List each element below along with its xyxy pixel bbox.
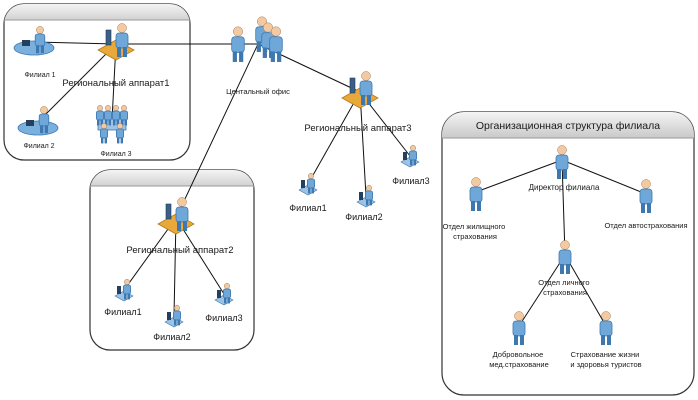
connector-n-f1a-n-reg1: [33, 41, 117, 45]
label-line: Отдел жилищного: [443, 222, 506, 231]
person-icon: [512, 311, 526, 345]
label-branch-2: Филиал2: [153, 332, 190, 342]
label-branch-1: Филиал1: [104, 307, 141, 317]
workstation-icon: [157, 197, 195, 235]
connector-n-reg3-n-f2c: [359, 91, 367, 197]
label-personal-dept: Отдел личного страхования: [538, 278, 591, 297]
node-icons: [13, 16, 653, 345]
workstation-icon: [341, 71, 379, 109]
laptop-user-icon: [13, 26, 55, 56]
node-labels: Региональный аппарат1 Филиал 1 Филиал 2 …: [23, 72, 687, 369]
label-line: страхования: [453, 232, 497, 241]
label-line: и здоровья туристов: [570, 360, 641, 369]
person-icon: [599, 311, 613, 345]
label-medical: Добровольное мед.страхование: [489, 350, 549, 369]
connector-n-director-n-auto: [561, 159, 647, 195]
label-branch-1: Филиал 1: [24, 72, 55, 79]
group-regional-2: [89, 169, 255, 351]
label-branch-1: Филиал1: [289, 203, 326, 213]
label-regional-office-1: Региональный аппарат1: [62, 78, 169, 89]
pc-user-icon: [356, 185, 376, 208]
person-icon: [555, 145, 569, 179]
label-regional-office-2: Региональный аппарат2: [126, 245, 233, 256]
label-director: Директор филиала: [529, 183, 600, 192]
pc-user-icon: [114, 279, 134, 302]
laptop-user-icon: [17, 106, 59, 136]
connector-n-reg2-n-f2b: [173, 217, 177, 317]
label-line: Отдел личного: [538, 278, 589, 287]
pc-user-icon: [214, 283, 234, 306]
label-branch-3: Филиал 3: [100, 151, 131, 158]
label-line: Добровольное: [493, 350, 544, 359]
label-central-office: Центальный офис: [226, 87, 290, 96]
label-branch-2: Филиал 2: [23, 143, 54, 150]
label-branch-3: Филиал3: [205, 313, 242, 323]
workstation-icon: [97, 23, 135, 61]
label-branch-3: Филиал3: [392, 176, 429, 186]
connector-n-reg2-n-f1b: [123, 217, 177, 291]
connector-n-director-n-housing: [475, 159, 563, 193]
meeting-group-icon: [96, 105, 129, 144]
label-regional-office-3: Региональный аппарат3: [304, 123, 411, 134]
group-title: Организационная структура филиала: [476, 120, 660, 132]
label-auto-dept: Отдел автострахования: [604, 221, 687, 230]
label-line: мед.страхование: [489, 360, 549, 369]
label-branch-2: Филиал2: [345, 212, 382, 222]
connector-n-reg3-n-f1c: [307, 91, 361, 185]
pc-user-icon: [164, 305, 184, 328]
pc-user-icon: [298, 173, 318, 196]
connector-n-f2a-n-reg1: [37, 43, 117, 123]
person-icon: [639, 179, 653, 213]
group-regional-1: [3, 3, 191, 161]
label-housing-dept: Отдел жилищного страхования: [443, 222, 508, 241]
people-group-icon: [231, 16, 283, 62]
label-line: страхования: [543, 288, 587, 297]
connector-n-personal-n-medical: [518, 254, 566, 327]
person-icon: [469, 177, 483, 211]
label-life-insurance: Страхование жизни и здоровья туристов: [570, 350, 641, 369]
label-line: Страхование жизни: [571, 350, 640, 359]
connector-n-personal-n-life: [564, 254, 607, 327]
person-icon: [558, 240, 572, 274]
connector-n-director-n-personal: [561, 159, 566, 256]
connector-n-central-n-reg2: [175, 43, 259, 219]
pc-user-icon: [400, 145, 420, 168]
